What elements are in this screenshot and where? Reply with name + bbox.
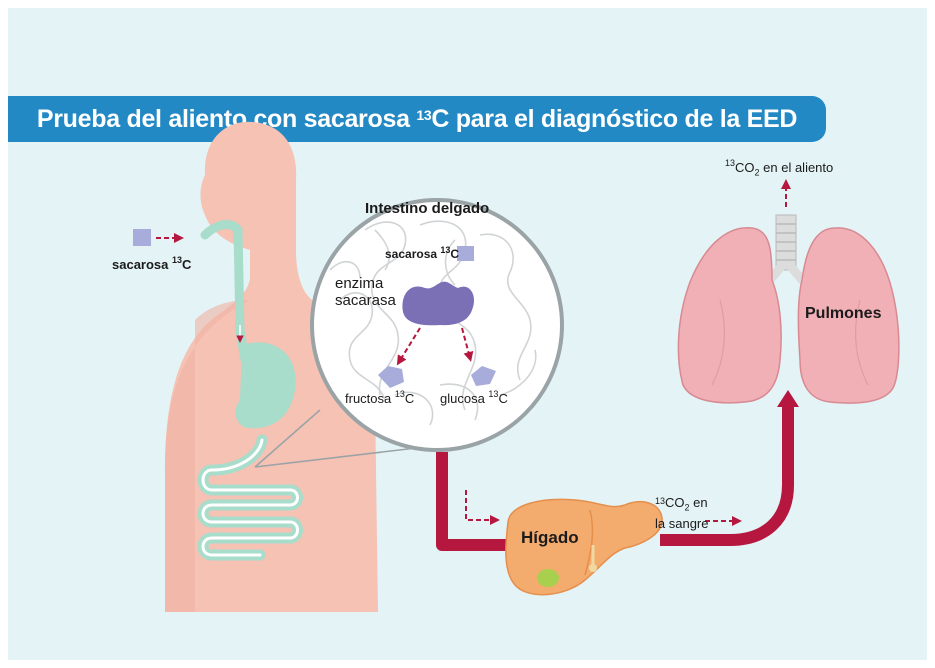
label-liver: Hígado [521,528,579,547]
sucrose-square-inside [457,246,474,261]
sucrose-square-outside [133,229,151,246]
fructose-shape [378,366,404,388]
glucose-arrow [461,327,474,362]
label-small-intestine: Intestino delgado [365,200,490,217]
magnifier-lines [254,409,426,468]
label-sucrose-outside: sacarosa 13C [112,255,192,272]
intestine-zoom-circle [310,198,564,452]
liver [505,498,663,596]
enzyme-blob [402,281,475,326]
label-glucose: glucosa 13C [440,389,508,406]
label-lungs: Pulmones [805,305,882,322]
lungs [677,179,900,404]
digestive-tract [197,220,303,561]
glucose-shape [471,366,496,386]
blood-pathway [436,390,799,551]
label-co2-breath: 13CO2 en el aliento [725,158,834,178]
fructose-arrow [396,327,421,366]
diagram-title: Prueba del aliento con sacarosa 13C para… [36,105,798,133]
label-sucrose-inside: sacarosa 13C [385,245,460,261]
label-fructose: fructosa 13C [345,389,415,406]
title-banner [8,96,826,142]
